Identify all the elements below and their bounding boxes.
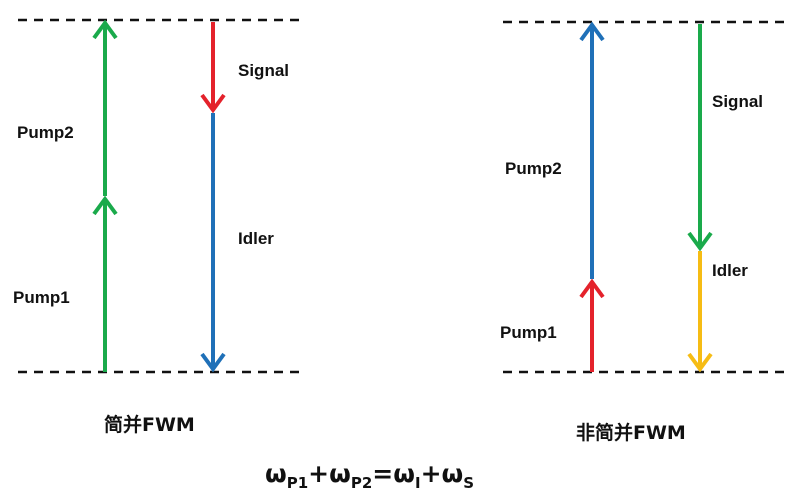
- left-signal-arrow: [200, 22, 226, 114]
- left-idler-label: Idler: [238, 229, 274, 248]
- left-pump2-arrow: [92, 19, 118, 196]
- right-pump2-label: Pump2: [505, 159, 562, 178]
- left-pump1-label: Pump1: [13, 288, 70, 307]
- right-idler-arrow: [687, 251, 713, 373]
- right-signal-label: Signal: [712, 92, 764, 111]
- fwm-energy-equation: ωP1+ωP2=ωI+ωS: [265, 459, 475, 492]
- right-signal-arrow: [687, 24, 713, 252]
- left-caption: 简并FWM: [104, 414, 195, 436]
- right-pump1-arrow: [579, 278, 605, 372]
- left-signal-label: Signal: [238, 61, 290, 80]
- right-pump1-label: Pump1: [500, 323, 557, 342]
- left-pump2-label: Pump2: [17, 123, 74, 142]
- right-pump2-arrow: [579, 21, 605, 279]
- right-idler-label: Idler: [712, 261, 748, 280]
- left-pump1-arrow: [92, 195, 118, 372]
- right-caption: 非简并FWM: [576, 422, 686, 444]
- left-idler-arrow: [200, 113, 226, 373]
